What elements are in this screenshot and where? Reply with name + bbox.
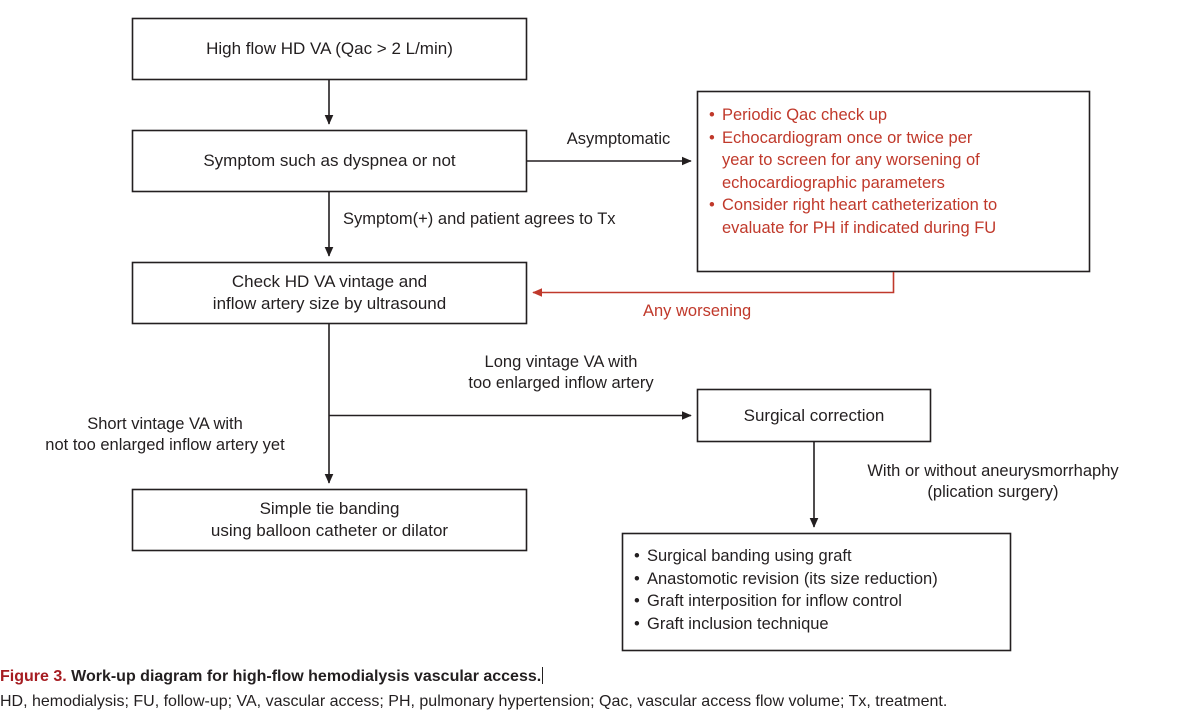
edge-label-aneurysmorrhaphy: With or without aneurysmorrhaphy (plicat… [842,461,1144,503]
edge-label-asymptomatic: Asymptomatic [546,129,691,150]
bullet-item: • Surgical banding using graft [634,545,1004,568]
asymptomatic-text: Asymptomatic [566,130,671,148]
bullet-dot-icon: • [634,547,640,565]
long-vintage-line2: too enlarged inflow artery [468,374,654,392]
bullet-dot-icon: • [634,614,640,633]
bullet-dot-icon: • [634,569,640,588]
caption-abbreviations: HD, hemodialysis; FU, follow-up; VA, vas… [0,693,948,710]
bullet-item: • Periodic Qac check up [709,104,1084,127]
edge-label-symptom-positive: Symptom(+) and patient agrees to Tx [343,209,616,230]
short-vintage-line2: not too enlarged inflow artery yet [45,436,285,454]
bullet-item-continuation: echocardiographic parameters [722,173,945,192]
edge-label-long-vintage: Long vintage VA with too enlarged inflow… [417,352,705,394]
edge-label-any-worsening: Any worsening [643,301,751,322]
bullet-dot-icon: • [709,196,715,214]
bullet-text: Anastomotic revision (its size reduction… [647,569,938,588]
bullet-item: • Graft interposition for inflow control [634,590,1004,613]
bullet-text: Graft interposition for inflow control [647,592,902,610]
symptom-positive-text: Symptom(+) and patient agrees to Tx [343,210,616,228]
node-surgical-options[interactable] [621,532,1012,652]
aneurysmorrhaphy-line2: (plication surgery) [927,483,1059,501]
edge-any-worsening-feedback [532,272,895,297]
figure-caption: Figure 3. Work-up diagram for high-flow … [0,664,1197,714]
flowchart-graphics [131,17,1091,652]
bullet-text: Surgical banding using graft [647,547,852,565]
node-symptom[interactable] [131,129,528,193]
bullet-item: • Graft inclusion technique [634,613,1004,636]
node-high-flow[interactable] [131,17,528,81]
surgical-options-bullet-list: • Surgical banding using graft • Anastomoti… [634,545,1004,635]
text-cursor [542,667,544,684]
bullet-text: Graft inclusion technique [647,614,829,633]
node-check-va[interactable] [131,261,528,325]
node-simple-tie-banding[interactable] [131,488,528,552]
bullet-dot-icon: • [634,592,640,610]
bullet-dot-icon: • [709,106,715,124]
asymptomatic-bullet-list: • Periodic Qac check up • Echocardiogram on… [709,104,1084,239]
node-surgical-correction[interactable] [696,388,932,443]
aneurysmorrhaphy-line1: With or without aneurysmorrhaphy [867,462,1119,480]
node-asymptomatic-followup[interactable] [696,90,1091,273]
edge-label-short-vintage: Short vintage VA with not too enlarged i… [15,414,315,456]
bullet-text: Consider right heart catheterization to [722,196,998,214]
bullet-item: • Consider right heart catheterization to [709,194,1084,217]
figure-number: Figure 3. [0,668,67,685]
bullet-item-continuation: year to screen for any worsening of [722,151,980,169]
figure-title: Work-up diagram for high-flow hemodialys… [66,668,542,685]
bullet-item: • Anastomotic revision (its size reductio… [634,568,1004,591]
any-worsening-text: Any worsening [643,302,752,320]
bullet-text: Echocardiogram once or twice per [722,128,973,147]
bullet-item: • Echocardiogram once or twice per [709,127,1084,150]
short-vintage-line1: Short vintage VA with [87,415,243,433]
long-vintage-line1: Long vintage VA with [484,353,638,371]
bullet-item-continuation: evaluate for PH if indicated during FU [722,218,997,237]
caption-title-line: Figure 3. Work-up diagram for high-flow … [0,664,1197,689]
bullet-text: Periodic Qac check up [722,106,888,124]
bullet-dot-icon: • [709,128,715,147]
